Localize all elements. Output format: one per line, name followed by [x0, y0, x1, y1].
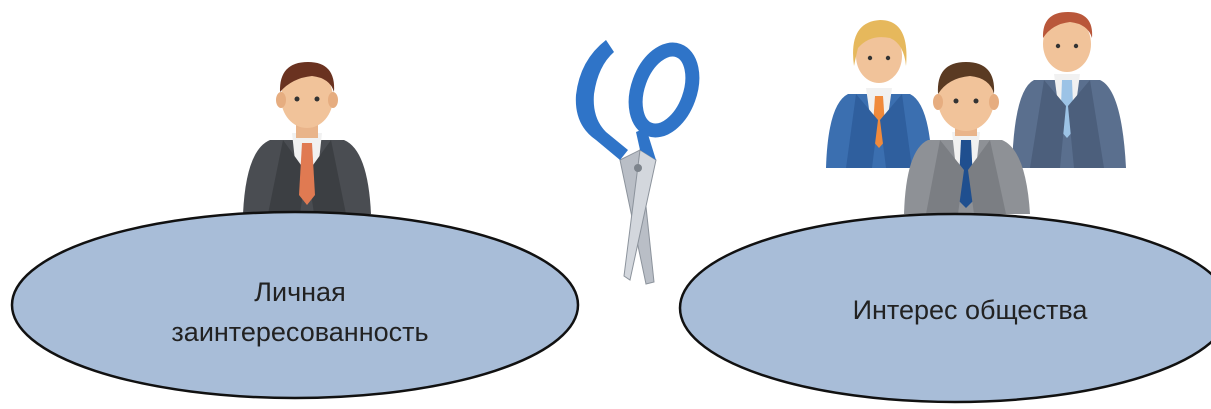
single-businessman-icon	[243, 62, 371, 214]
scissors-icon	[576, 40, 703, 284]
public-interest-label: Интерес общества	[760, 290, 1180, 330]
personal-interest-line1: Личная	[105, 272, 495, 312]
personal-interest-line2: заинтересованность	[105, 312, 495, 352]
personal-interest-label: Личная заинтересованность	[105, 272, 495, 352]
woman-figure	[826, 20, 932, 168]
group-of-people-icon	[826, 12, 1126, 214]
man-back-figure	[1012, 12, 1126, 168]
